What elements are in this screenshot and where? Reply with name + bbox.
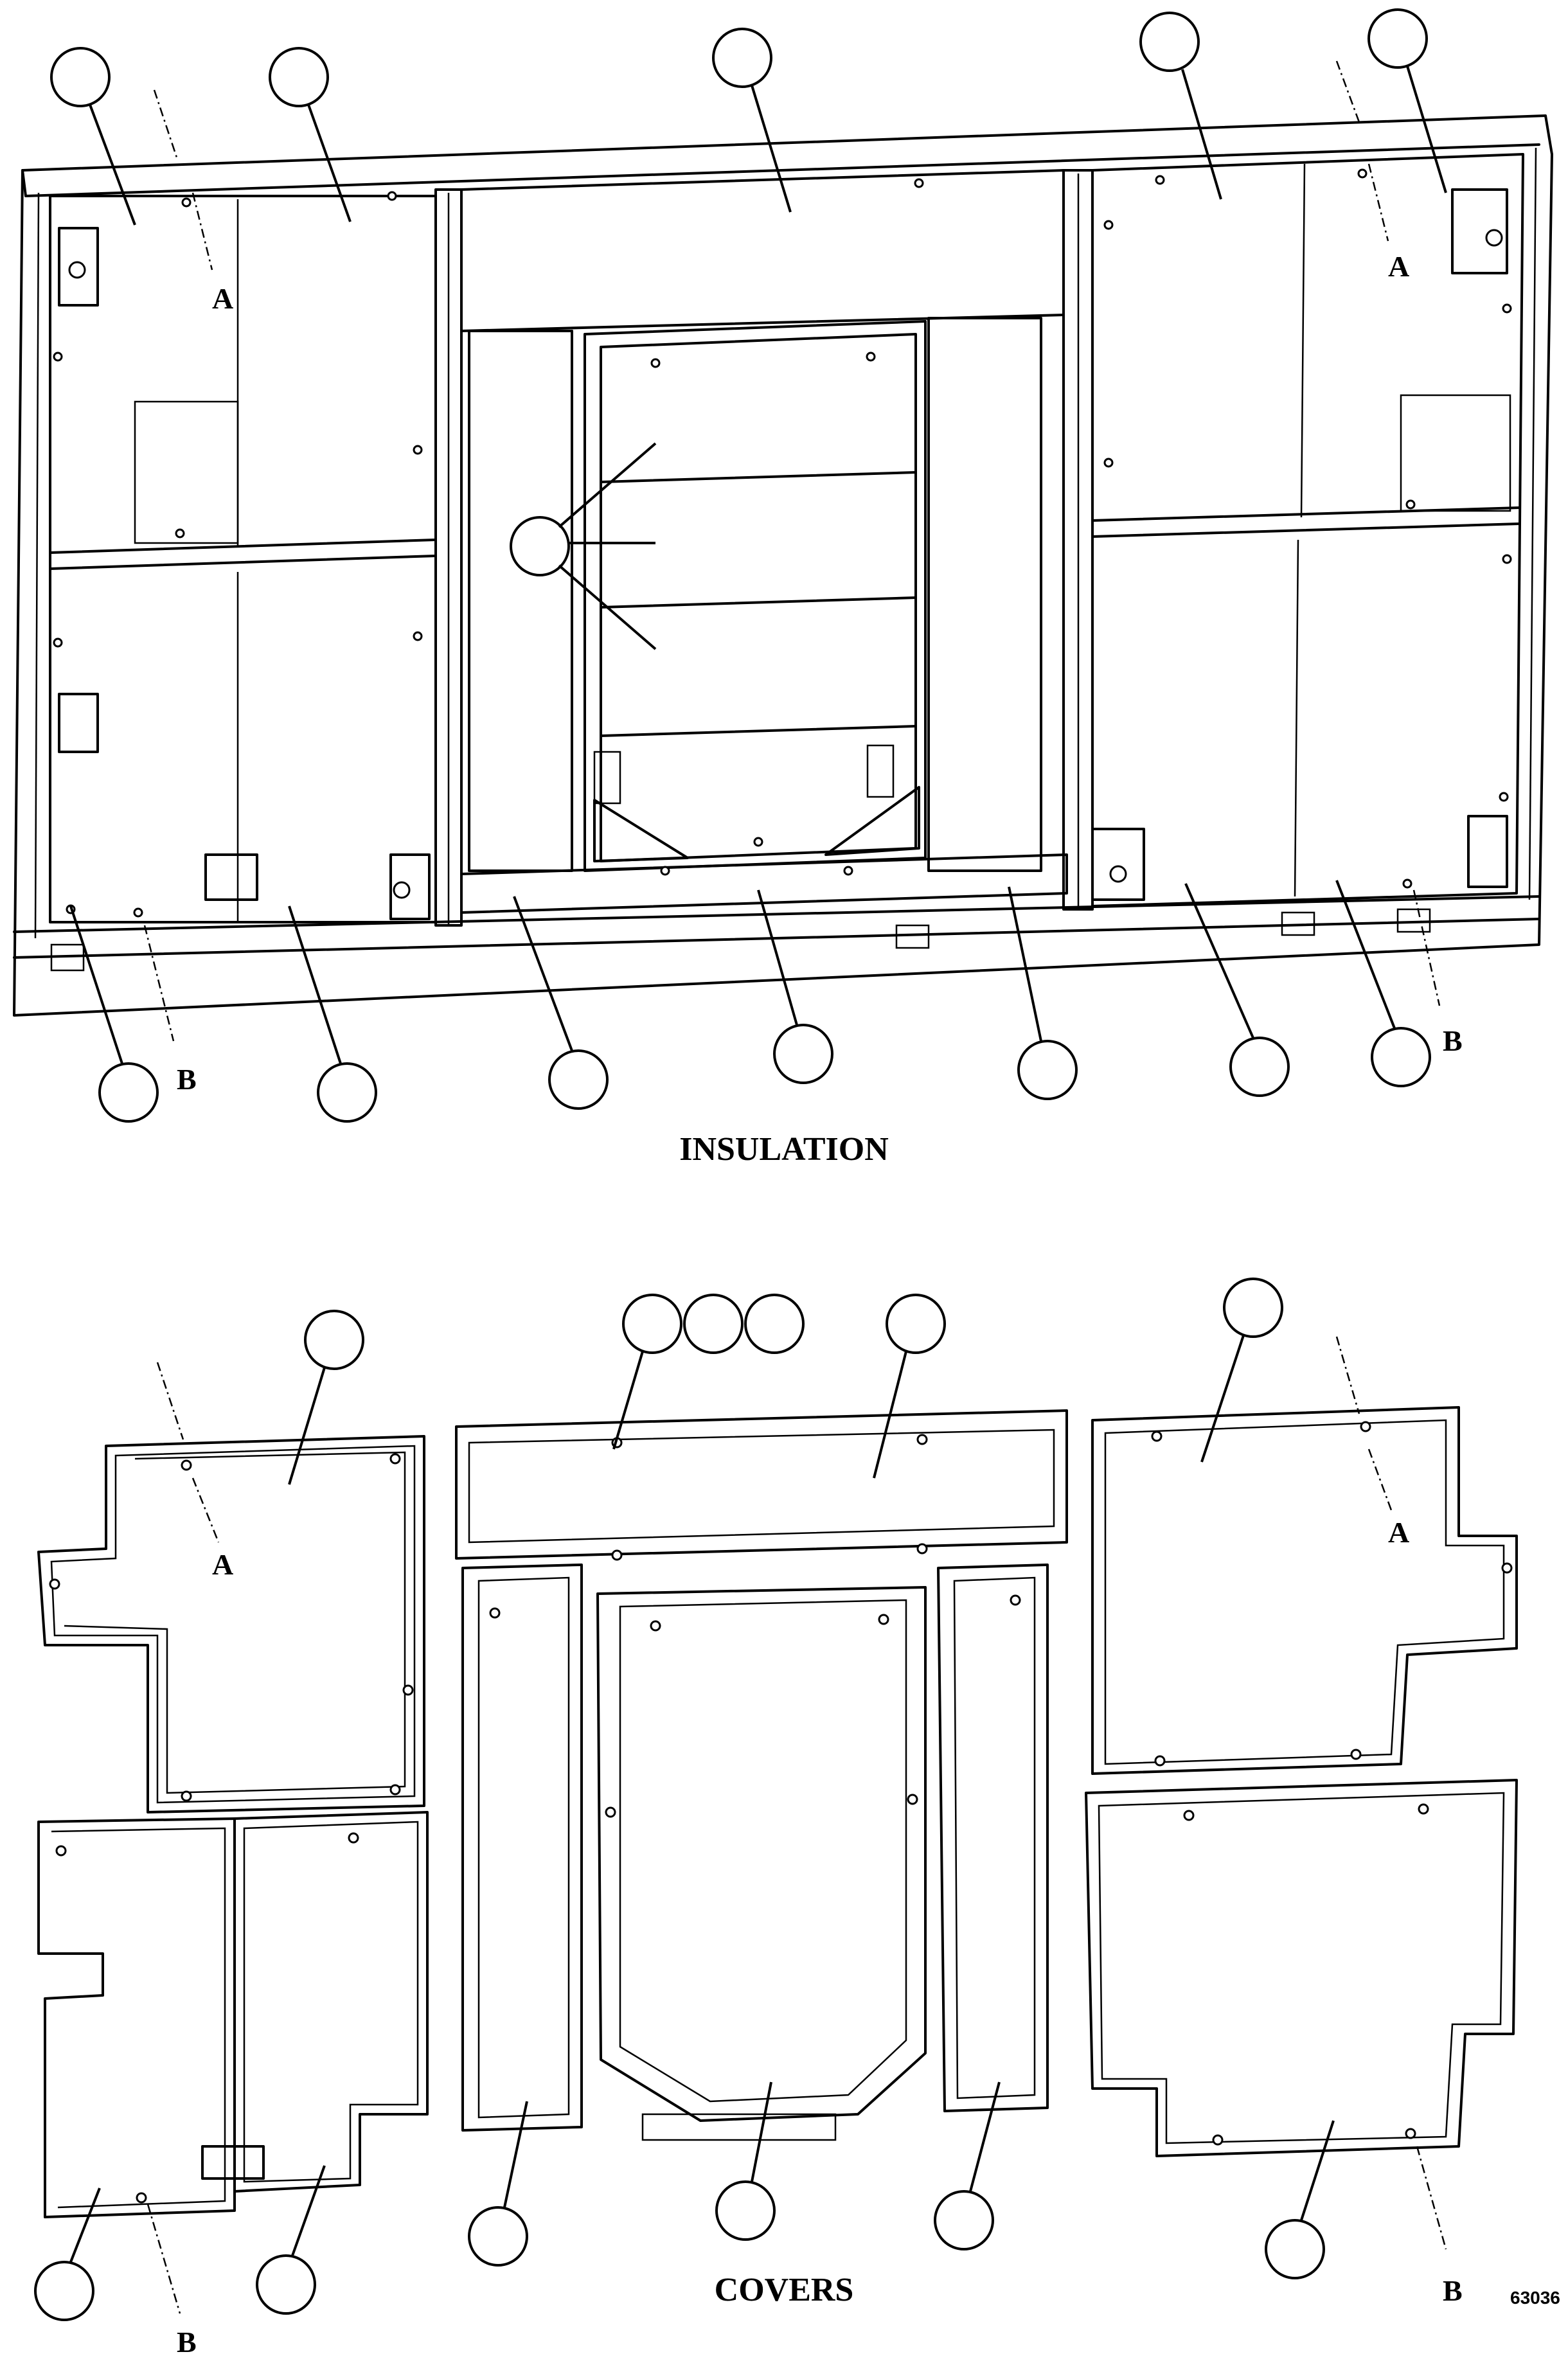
insulation-callouts: [50, 8, 1447, 1123]
cover-upper-left: [37, 1435, 425, 1813]
cover-lower-left: [37, 1817, 236, 2218]
ref-label-b-covers-left: B: [177, 2326, 197, 2358]
cover-lower-left-2: [233, 1811, 429, 2193]
insulation-view: A A B B INSULATION: [13, 8, 1553, 1168]
right-insulation-panels: [1091, 153, 1524, 907]
center-insulation-panels: [460, 317, 1068, 914]
cover-center-right: [937, 1564, 1049, 2112]
ref-label-a-covers-left: A: [212, 1548, 233, 1581]
cover-lower-right: [1085, 1779, 1518, 2157]
cover-center-left: [461, 1564, 583, 2132]
ref-label-b-left: B: [177, 1063, 197, 1096]
ref-label-b-covers-right: B: [1443, 2274, 1463, 2307]
cover-center-frame: [596, 1586, 927, 2122]
cover-upper-right: [1091, 1406, 1518, 1775]
cover-top-center: [455, 1409, 1068, 1560]
left-insulation-panels: [49, 195, 437, 923]
top-center-insulation-panel: [460, 169, 1065, 332]
insulation-title: INSULATION: [679, 1131, 889, 1168]
ref-label-a-right: A: [1388, 250, 1409, 283]
covers-callouts: [34, 1278, 1335, 2321]
ref-label-a-covers-right: A: [1388, 1516, 1409, 1549]
frame-outline: [13, 114, 1553, 1017]
ref-label-a-left: A: [212, 282, 233, 315]
ref-label-b-right: B: [1443, 1024, 1463, 1057]
figure-number: 63036: [1510, 2288, 1560, 2308]
covers-title: COVERS: [715, 2272, 854, 2308]
covers-view: A A B B COVERS: [34, 1278, 1518, 2358]
covers-bolts: [49, 1421, 1513, 2204]
insulation-bolts: [53, 168, 1512, 918]
